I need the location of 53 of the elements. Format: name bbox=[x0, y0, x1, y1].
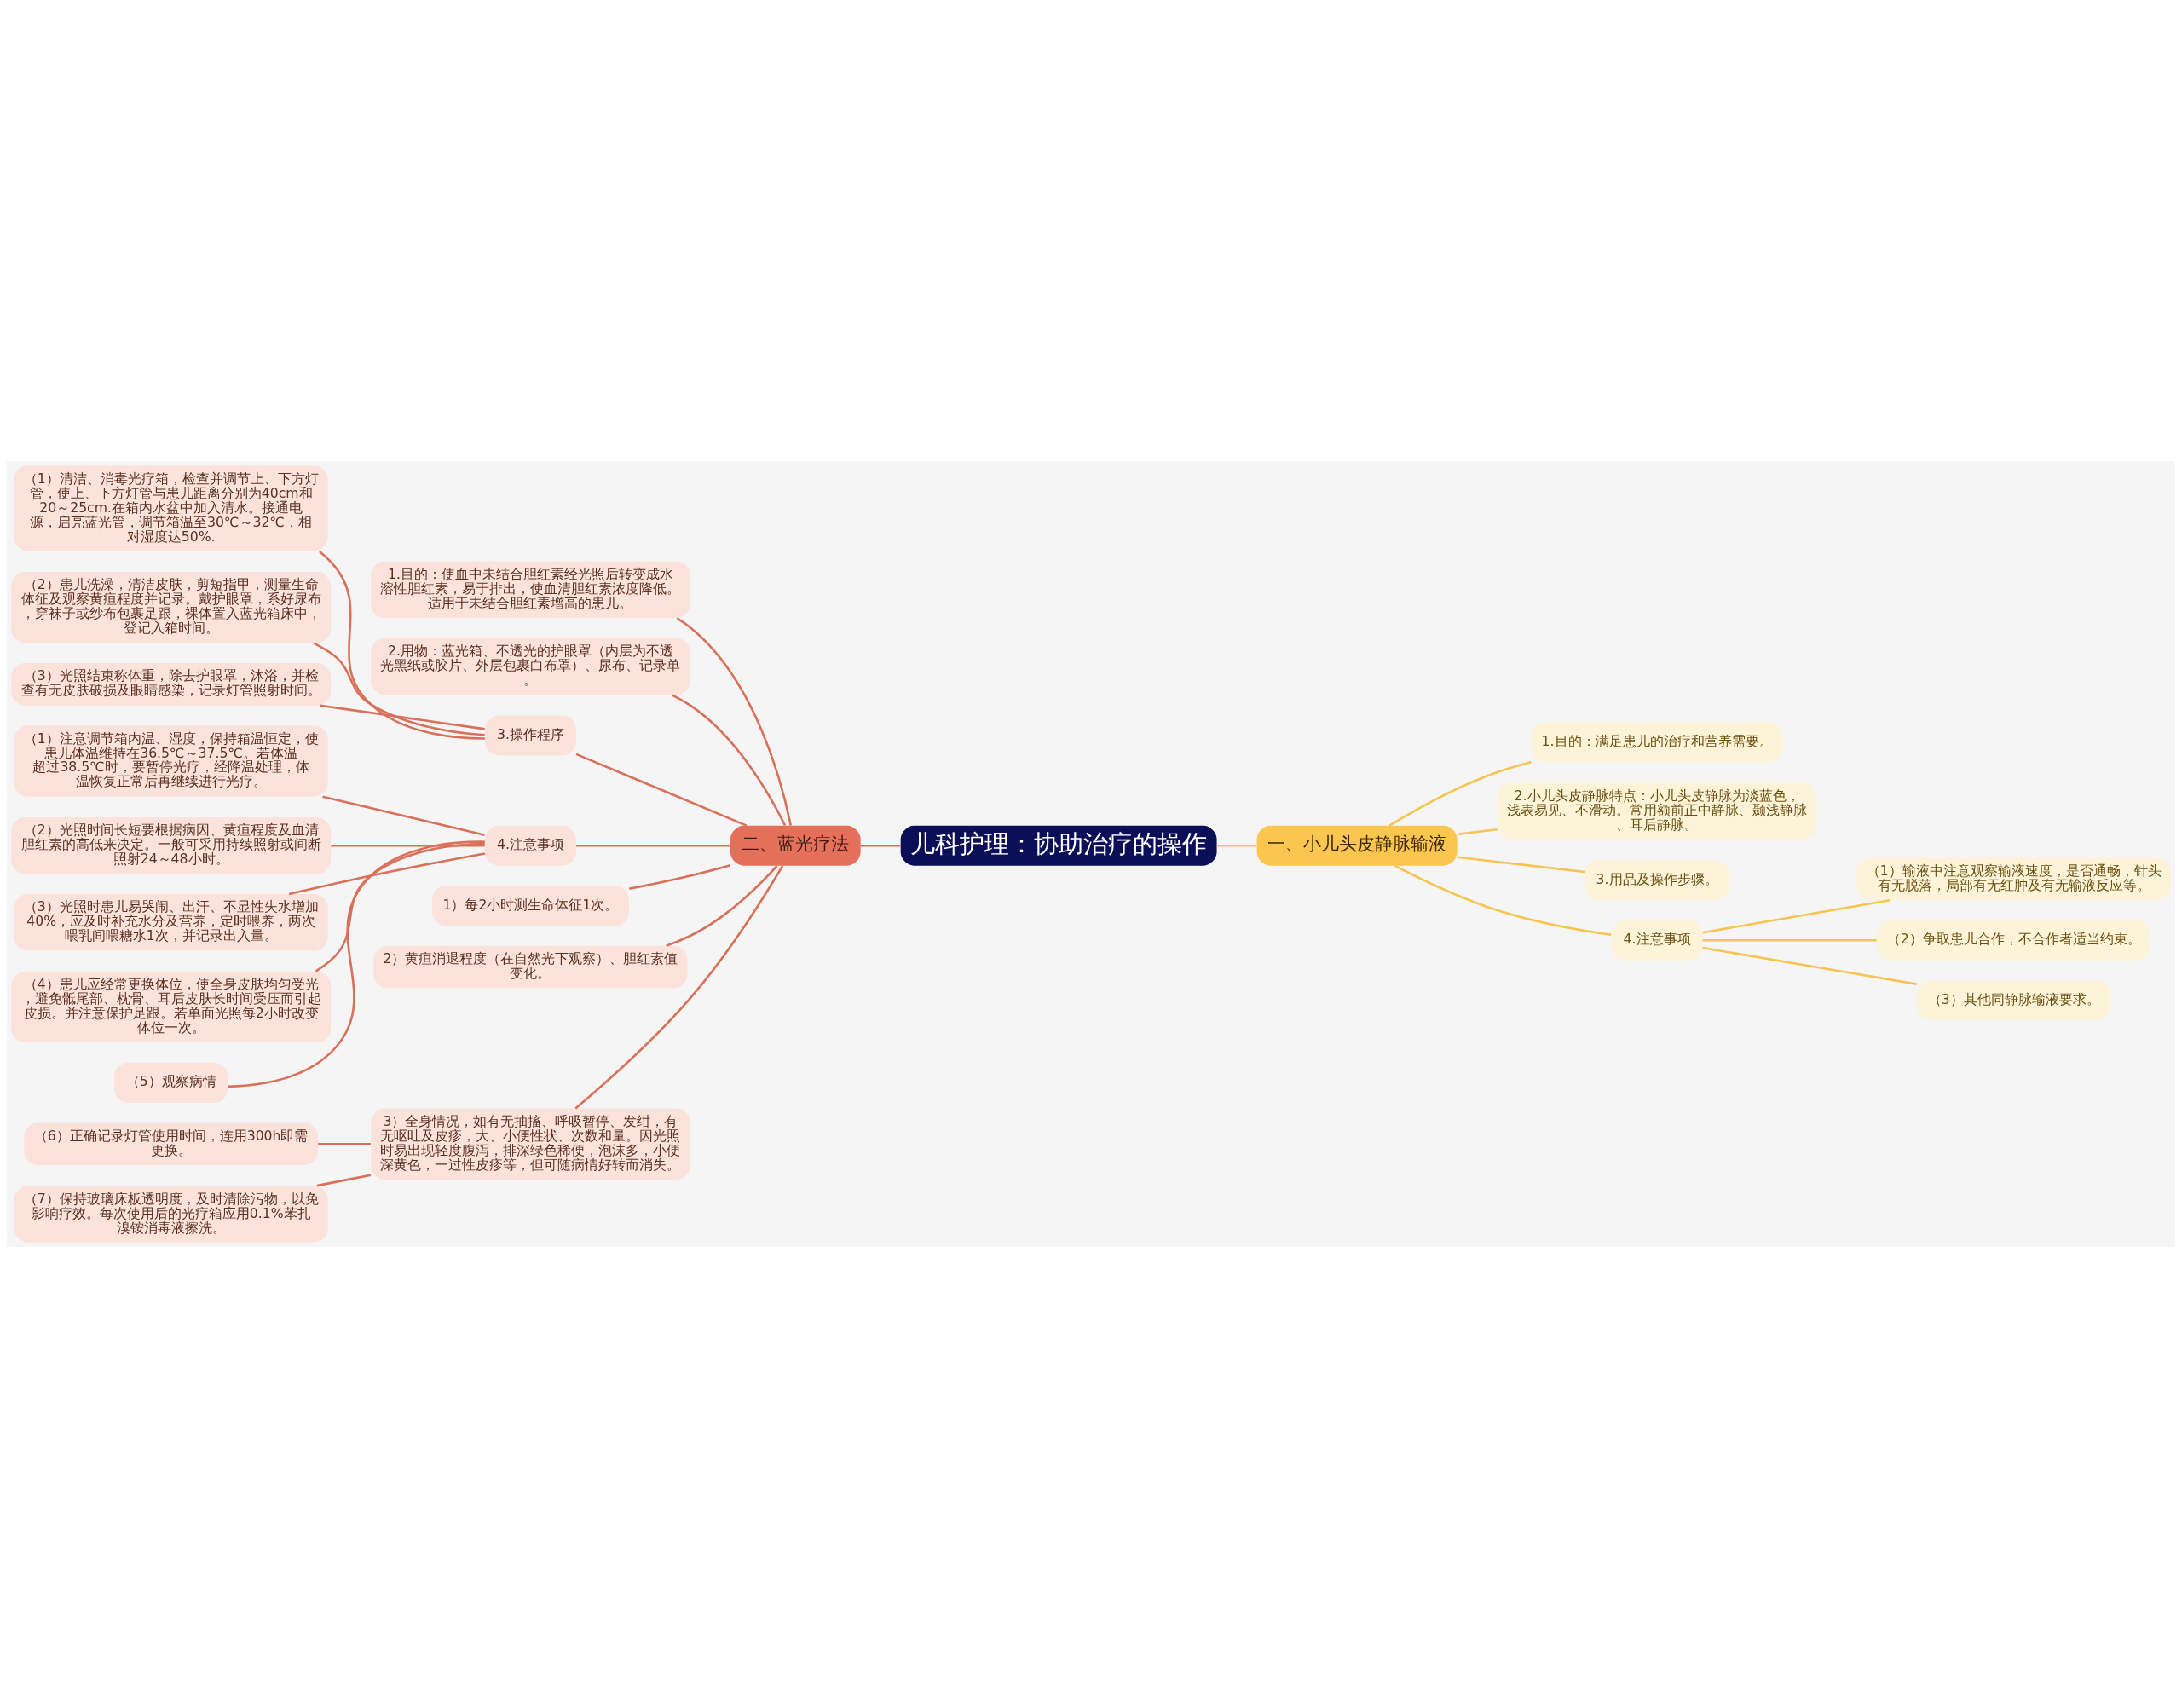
connector bbox=[1702, 938, 1877, 942]
node-box: 1.目的：满足患儿的治疗和营养需要。 bbox=[1531, 722, 1783, 763]
connector bbox=[322, 795, 485, 837]
node-box: （2）光照时间长短要根据病因、黄疸程度及血清胆红素的高低来决定。一般可采用持续照射或间断照射24～48小时。 bbox=[11, 816, 332, 874]
connector bbox=[1457, 828, 1498, 836]
node-box: 二、蓝光疗法 bbox=[730, 825, 861, 866]
connector bbox=[671, 694, 787, 827]
node-box: （1）注意调节箱内温、湿度，保持箱温恒定，使患儿体温维持在36.5℃～37.5℃。若体温超过38.5℃时，要暂停光疗，经降温处理，体温恢复正常后再继续进行光疗。 bbox=[14, 725, 328, 797]
connector bbox=[576, 844, 730, 847]
connector bbox=[860, 844, 901, 847]
connector bbox=[575, 753, 748, 827]
connector bbox=[319, 551, 485, 740]
node-box: 儿科护理：协助治疗的操作 bbox=[900, 825, 1217, 866]
node-box: （5）观察病情 bbox=[114, 1062, 228, 1103]
node-box: 4.注意事项 bbox=[1611, 920, 1703, 961]
node-box: 4.注意事项 bbox=[484, 825, 576, 866]
node-box: （2）争取患儿合作，不合作者适当约束。 bbox=[1877, 920, 2151, 961]
node-box: 一、小儿头皮静脉输液 bbox=[1256, 825, 1458, 866]
connector bbox=[676, 617, 793, 826]
node-box: （4）患儿应经常更换体位，使全身皮肤均匀受光，避免骶尾部、枕骨、耳后皮肤长时间受压而引起皮损。并注意保护足跟。若单面光照每2小时改变体位一次。 bbox=[11, 971, 332, 1043]
connector bbox=[1394, 864, 1612, 937]
node-box: 3.用品及操作步骤。 bbox=[1585, 860, 1729, 901]
node-box: （3）光照结束称体重，除去护眼罩，沐浴，并检查有无皮肤破损及眼睛感染，记录灯管照射时间。 bbox=[11, 663, 332, 706]
node-box: （3）光照时患儿易哭闹、出汗、不显性失水增加40%，应及时补充水分及营养，定时喂养，两次喂乳间喂糖水1次，并记录出入量。 bbox=[14, 894, 328, 951]
node-box: 1）每2小时测生命体征1次。 bbox=[431, 886, 630, 926]
connector bbox=[313, 642, 485, 736]
connector bbox=[318, 1142, 371, 1145]
connector bbox=[316, 1174, 372, 1187]
connector bbox=[1388, 760, 1532, 827]
node-box: 1.目的：使血中未结合胆红素经光照后转变成水溶性胆红素，易于排出，使血清胆红素浓度降低。适用于未结合胆红素增高的患儿。 bbox=[371, 561, 690, 619]
connector bbox=[331, 844, 485, 847]
connector bbox=[320, 704, 485, 730]
node-box: 3）全身情况，如有无抽搐、呼吸暂停、发绀，有无呕吐及皮疹，大、小便性状、次数和量。因光照时易出现轻度腹泻，排深绿色稀便，泡沫多，小便深黄色，一过性皮疹等，但可随病情好转而消失。 bbox=[371, 1108, 690, 1180]
node-box: （7）保持玻璃床板透明度，及时清除污物，以免影响疗效。每次使用后的光疗箱应用0.1%苯扎溴铵消毒液擦洗。 bbox=[14, 1186, 328, 1243]
connector bbox=[228, 840, 485, 1088]
node-box: （1）清洁、消毒光疗箱，检查并调节上、下方灯管，使上、下方灯管与患儿距离分别为40cm和20～25cm.在箱内水盆中加入清水。接通电源，启亮蓝光管，调节箱温至30℃～32℃，相对湿度达50%. bbox=[14, 465, 328, 551]
connector bbox=[574, 865, 784, 1110]
node-box: 2）黄疸消退程度（在自然光下观察）、胆红素值变化。 bbox=[373, 945, 688, 989]
connector bbox=[1457, 856, 1585, 874]
node-box: （2）患儿洗澡，清洁皮肤，剪短指甲，测量生命体征及观察黄疸程度并记录。戴护眼罩，系好尿布，穿袜子或纱布包裹足跟，裸体置入蓝光箱床中，登记入箱时间。 bbox=[11, 571, 332, 643]
node-box: 3.操作程序 bbox=[484, 715, 576, 756]
connector bbox=[1216, 844, 1257, 847]
connector bbox=[1702, 946, 1917, 985]
node-box: 2.用物：蓝光箱、不透光的护眼罩（内层为不透光黑纸或胶片、外层包裹白布罩）、尿布、记录单。 bbox=[371, 638, 690, 695]
connector bbox=[315, 842, 485, 972]
connector bbox=[288, 852, 486, 896]
node-box: （3）其他同静脉输液要求。 bbox=[1917, 980, 2111, 1021]
node-box: （6）正确记录灯管使用时间，连用300h即需更换。 bbox=[24, 1122, 318, 1165]
node-box: 2.小儿头皮静脉特点：小儿头皮静脉为淡蓝色，浅表易见、不滑动。常用额前正中静脉、颞浅静脉、耳后静脉。 bbox=[1497, 782, 1817, 840]
connector bbox=[629, 863, 731, 891]
node-box: （1）输液中注意观察输液速度，是否通畅，针头有无脱落，局部有无红肿及有无输液反应等。 bbox=[1856, 857, 2171, 901]
connector bbox=[666, 865, 778, 947]
connector bbox=[1702, 898, 1890, 934]
